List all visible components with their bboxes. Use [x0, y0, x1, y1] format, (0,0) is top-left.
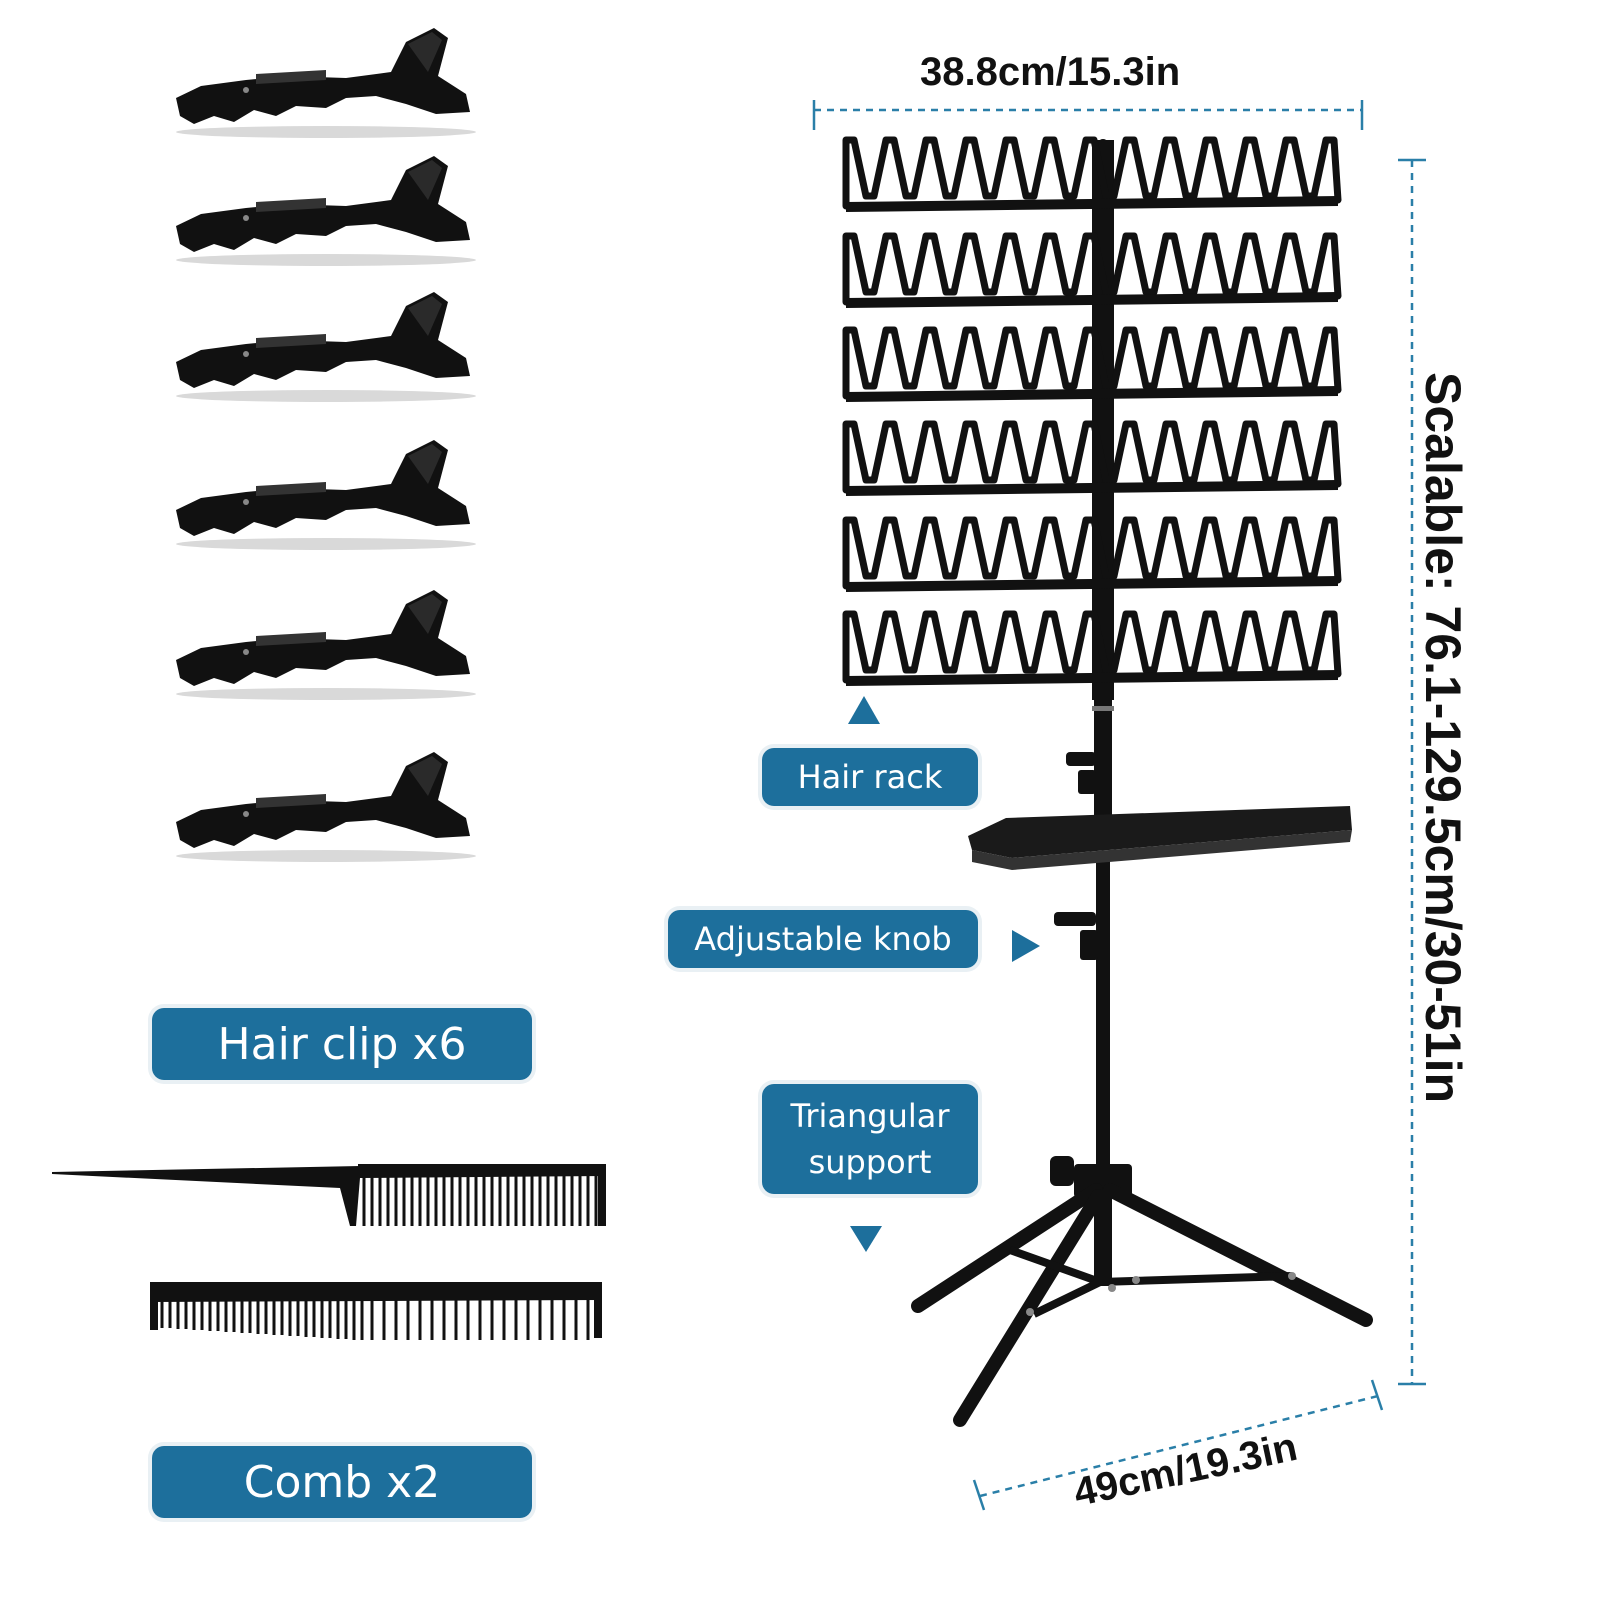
- triangular-support-line1: Triangular: [790, 1097, 950, 1135]
- right-arrow-icon: [1012, 930, 1040, 962]
- up-arrow-icon: [848, 696, 880, 724]
- hair-rack-stand: [846, 139, 1373, 1427]
- adjustable-knob-label: Adjustable knob: [668, 910, 978, 968]
- hair-clip-icon: [176, 156, 476, 266]
- tail-comb-icon: [52, 1164, 606, 1226]
- down-arrow-icon: [850, 1226, 882, 1252]
- triangular-support-line2: support: [808, 1143, 932, 1181]
- hair-clip-icon: [176, 752, 476, 862]
- hair-clip-icon: [176, 590, 476, 700]
- width-dimension-line: [812, 100, 1364, 130]
- hair-clip-count-label: Hair clip x6: [152, 1008, 532, 1080]
- hair-rack-label: Hair rack: [762, 748, 978, 806]
- triangular-support-label: Triangular support: [762, 1084, 978, 1194]
- hair-clip-icon: [176, 28, 476, 138]
- hair-clip-icon: [176, 440, 476, 550]
- comb-count-label: Comb x2: [152, 1446, 532, 1518]
- height-dimension-line: [1398, 158, 1426, 1386]
- width-dimension-label: 38.8cm/15.3in: [920, 50, 1181, 94]
- wide-comb-icon: [150, 1282, 602, 1340]
- hair-clip-icon: [176, 292, 476, 402]
- base-dimension-line: [972, 1379, 1384, 1511]
- height-dimension-label: Scalable: 76.1-129.5cm/30-51in: [1415, 372, 1471, 1104]
